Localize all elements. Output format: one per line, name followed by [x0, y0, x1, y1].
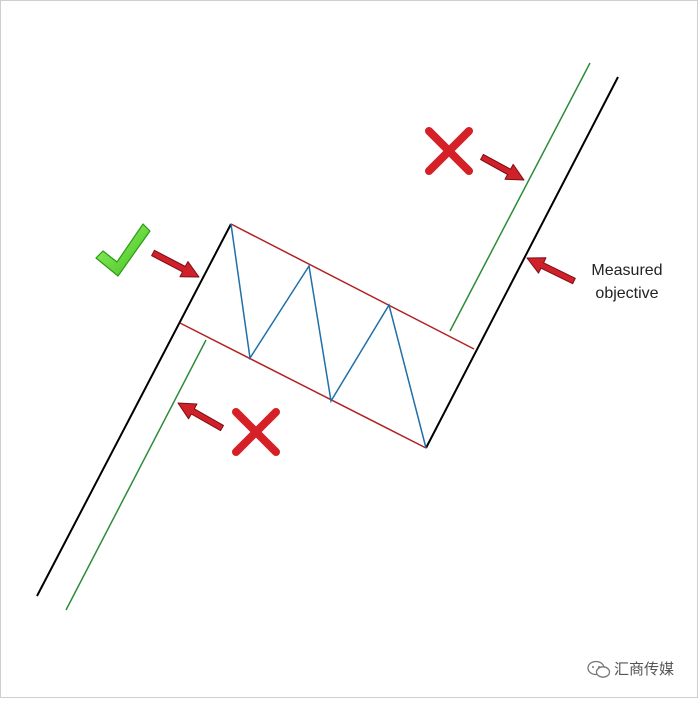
- entry-line-upper: [449, 62, 591, 332]
- price-move-line-upper: [425, 76, 619, 449]
- arrow-icon: [526, 257, 576, 285]
- arrow-icon: [151, 249, 200, 278]
- cross-icon: [232, 408, 280, 456]
- watermark-text: 汇商传媒: [614, 660, 674, 678]
- flag-zigzag: [230, 223, 427, 449]
- flag-channel-bottom: [179, 322, 427, 449]
- wechat-icon: [587, 660, 611, 678]
- arrow-icon: [177, 402, 224, 432]
- cross-icon: [425, 127, 473, 175]
- arrow-icon: [480, 153, 525, 181]
- measured-objective-label-line2: objective: [595, 285, 658, 302]
- measured-objective-label: Measured: [591, 262, 662, 279]
- price-move-line-lower: [36, 223, 232, 597]
- entry-line-lower: [65, 339, 207, 611]
- flag-channel-top: [230, 223, 475, 350]
- check-icon: [95, 223, 151, 277]
